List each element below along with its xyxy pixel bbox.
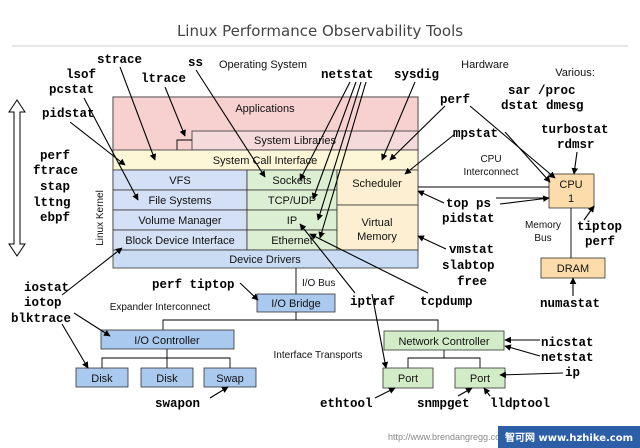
ethernet-label: Ethernet bbox=[271, 235, 313, 247]
tool-rdmsr: rdmsr bbox=[557, 138, 595, 152]
cpu-count: 1 bbox=[568, 193, 574, 205]
virtual-memory-box bbox=[336, 204, 419, 251]
tool-netstat: netstat bbox=[321, 68, 374, 82]
watermark-text: 智可网 www.hzhike.com bbox=[505, 431, 633, 444]
expander-interconnect-label: Expander Interconnect bbox=[110, 302, 211, 313]
watermark-bg bbox=[498, 426, 640, 448]
device-drivers-label: Device Drivers bbox=[229, 254, 301, 266]
controller-to-ports bbox=[407, 350, 481, 368]
sockets-label: Sockets bbox=[272, 175, 312, 187]
tool-pidstat-left: pidstat bbox=[42, 107, 95, 121]
tool-pcstat: pcstat bbox=[49, 83, 94, 97]
tool-turbostat: turbostat bbox=[541, 123, 609, 137]
disk-2-box bbox=[140, 367, 194, 388]
virtual-memory-label-1: Virtual bbox=[362, 217, 393, 229]
operating-system-label: Operating System bbox=[219, 59, 307, 71]
io-controller-box bbox=[100, 329, 235, 350]
tool-strace: strace bbox=[97, 53, 142, 67]
io-bus-label: I/O Bus bbox=[302, 278, 335, 289]
tool-mpstat: mpstat bbox=[453, 127, 498, 141]
tool-stap: stap bbox=[40, 180, 70, 194]
device-drivers-box bbox=[112, 249, 419, 269]
tool-snmpget: snmpget bbox=[417, 397, 470, 411]
scheduler-box bbox=[336, 169, 419, 206]
tool-iostat: iostat bbox=[24, 281, 69, 295]
tool-swapon: swapon bbox=[155, 397, 200, 411]
tool-vmstat: vmstat bbox=[449, 243, 494, 257]
tool-arrows bbox=[61, 66, 595, 399]
ip-label: IP bbox=[287, 215, 297, 227]
tool-top-ps: top ps bbox=[446, 197, 491, 211]
memory-bus-label-2: Bus bbox=[534, 233, 551, 244]
controller-to-disks bbox=[101, 349, 231, 368]
tcp-udp-label: TCP/UDP bbox=[268, 195, 316, 207]
expander-line-right bbox=[296, 319, 439, 331]
tool-netstat-right: netstat bbox=[541, 351, 594, 365]
applications-label: Applications bbox=[235, 103, 295, 115]
virtual-memory-label-2: Memory bbox=[357, 231, 397, 243]
tool-tiptop: tiptop bbox=[577, 220, 622, 234]
cpu-interconnect-label-2: Interconnect bbox=[463, 167, 518, 178]
hardware-label: Hardware bbox=[461, 59, 509, 71]
tool-ltrace: ltrace bbox=[141, 72, 186, 86]
system-call-interface-label: System Call Interface bbox=[213, 155, 318, 167]
disk-1-box bbox=[75, 367, 129, 388]
various-label: Various: bbox=[555, 67, 595, 79]
volume-manager-label: Volume Manager bbox=[138, 215, 221, 227]
tool-ethtool: ethtool bbox=[320, 397, 373, 411]
tool-dstat-dmesg: dstat dmesg bbox=[501, 99, 584, 113]
syslib-notch bbox=[176, 139, 192, 150]
port-1-label: Port bbox=[398, 373, 418, 385]
tool-ss: ss bbox=[188, 56, 203, 70]
port-2-label: Port bbox=[470, 373, 490, 385]
disk-1-label: Disk bbox=[91, 373, 113, 385]
network-controller-label: Network Controller bbox=[398, 336, 489, 348]
tool-iotop: iotop bbox=[24, 296, 62, 310]
tool-lttng: lttng bbox=[33, 196, 71, 210]
tool-perf-left: perf bbox=[40, 149, 70, 163]
tool-ip: ip bbox=[565, 366, 580, 380]
tool-ebpf: ebpf bbox=[40, 211, 70, 225]
tool-perf-top: perf bbox=[440, 93, 470, 107]
diagram-title: Linux Performance Observability Tools bbox=[177, 22, 463, 40]
swap-box bbox=[203, 367, 257, 388]
vfs-label: VFS bbox=[169, 175, 190, 187]
tool-nicstat: nicstat bbox=[541, 336, 594, 350]
io-controller-label: I/O Controller bbox=[134, 335, 200, 347]
cpu-box bbox=[548, 173, 595, 209]
scheduler-label: Scheduler bbox=[352, 178, 402, 190]
disk-2-label: Disk bbox=[156, 373, 178, 385]
kernel-span-arrow bbox=[8, 99, 26, 257]
tool-iptraf: iptraf bbox=[350, 295, 395, 309]
swap-label: Swap bbox=[216, 373, 244, 385]
cpu-label: CPU bbox=[559, 179, 582, 191]
footer-url: http://www.brendangregg.com bbox=[388, 432, 508, 442]
memory-bus-label-1: Memory bbox=[525, 220, 561, 231]
tool-free: free bbox=[457, 275, 487, 289]
port-1-box bbox=[382, 367, 434, 389]
io-bridge-label: I/O Bridge bbox=[271, 298, 321, 310]
system-libraries-label: System Libraries bbox=[254, 135, 336, 147]
tool-perf-right: perf bbox=[585, 235, 615, 249]
tool-lsof: lsof bbox=[66, 68, 96, 82]
expander-line-left bbox=[162, 312, 297, 330]
tool-tcpdump: tcpdump bbox=[420, 295, 473, 309]
dram-label: DRAM bbox=[557, 263, 589, 275]
cpu-interconnect-label-1: CPU bbox=[480, 154, 501, 165]
tool-ftrace: ftrace bbox=[33, 164, 78, 178]
tool-blktrace: blktrace bbox=[11, 312, 71, 326]
tool-lldptool: lldptool bbox=[490, 397, 550, 411]
tool-numastat: numastat bbox=[540, 297, 600, 311]
linux-kernel-label: Linux Kernel bbox=[95, 190, 106, 246]
block-device-interface-label: Block Device Interface bbox=[125, 235, 234, 247]
tool-sysdig: sysdig bbox=[394, 68, 439, 82]
tool-perf-tiptop: perf tiptop bbox=[152, 278, 235, 292]
tool-sar-proc: sar /proc bbox=[508, 84, 576, 98]
file-systems-label: File Systems bbox=[149, 195, 212, 207]
tool-slabtop: slabtop bbox=[442, 259, 495, 273]
interface-transports-label: Interface Transports bbox=[274, 350, 363, 361]
tool-pidstat-right: pidstat bbox=[442, 212, 495, 226]
